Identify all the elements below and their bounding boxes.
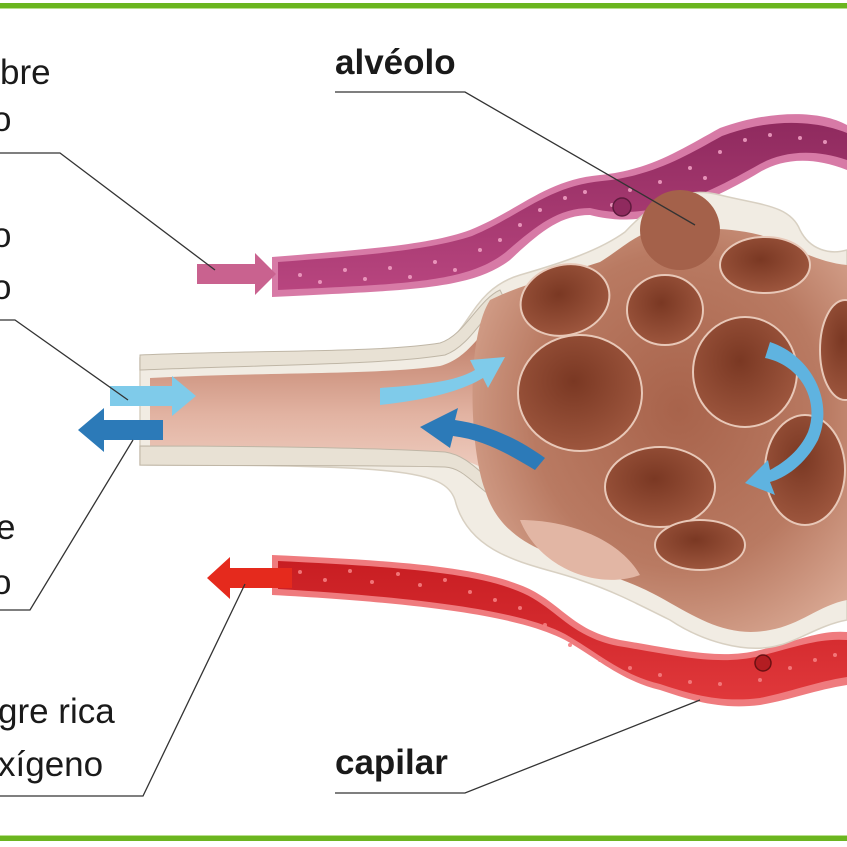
vein-blood-cells: [298, 133, 827, 284]
label-rich-blood-line1: gre rica: [0, 692, 115, 731]
label-air-in-line2: o: [0, 268, 12, 307]
alveolus-lobe-bottom: [520, 520, 640, 580]
leader-lines: [0, 91, 701, 797]
label-poor-blood-line1: bre: [0, 53, 51, 92]
leader-line-air-in: [0, 319, 129, 401]
artery-cell-nucleus: [754, 654, 772, 672]
artery-blood-cells: [298, 569, 837, 686]
label-poor-blood-line2: o: [0, 100, 12, 139]
label-air-out-line2: o: [0, 563, 12, 602]
leader-line-capilar: [335, 699, 701, 794]
air-in-curved-arrow: [380, 357, 505, 405]
alveolus-lobe-top: [640, 190, 720, 270]
label-capilar: capilar: [335, 743, 448, 782]
leader-line-air-out: [0, 439, 134, 611]
vein-cell-nucleus: [612, 197, 632, 217]
air-out-curved-arrow: [420, 408, 545, 470]
label-rich-blood-line2: xígeno: [0, 745, 104, 784]
bronchiole-tube: [150, 318, 520, 480]
air-out-arrow: [78, 408, 163, 452]
frame-bottom-border: [0, 836, 847, 841]
air-circulation-arrow: [745, 342, 824, 495]
label-air-out-line1: e: [0, 508, 16, 547]
frame-top-border: [0, 3, 847, 8]
blood-out-arrow: [207, 557, 292, 599]
artery-capillary-bottom: [272, 555, 847, 707]
label-air-in-line1: o: [0, 216, 12, 255]
blood-in-arrow: [197, 253, 276, 295]
vein-capillary-top: [272, 114, 847, 297]
leader-line-blood-out: [0, 583, 246, 797]
leader-line-blood-in: [0, 152, 216, 271]
air-in-arrow: [110, 376, 196, 416]
leader-line-alveolo: [335, 91, 696, 226]
label-alveolo: alvéolo: [335, 43, 456, 82]
